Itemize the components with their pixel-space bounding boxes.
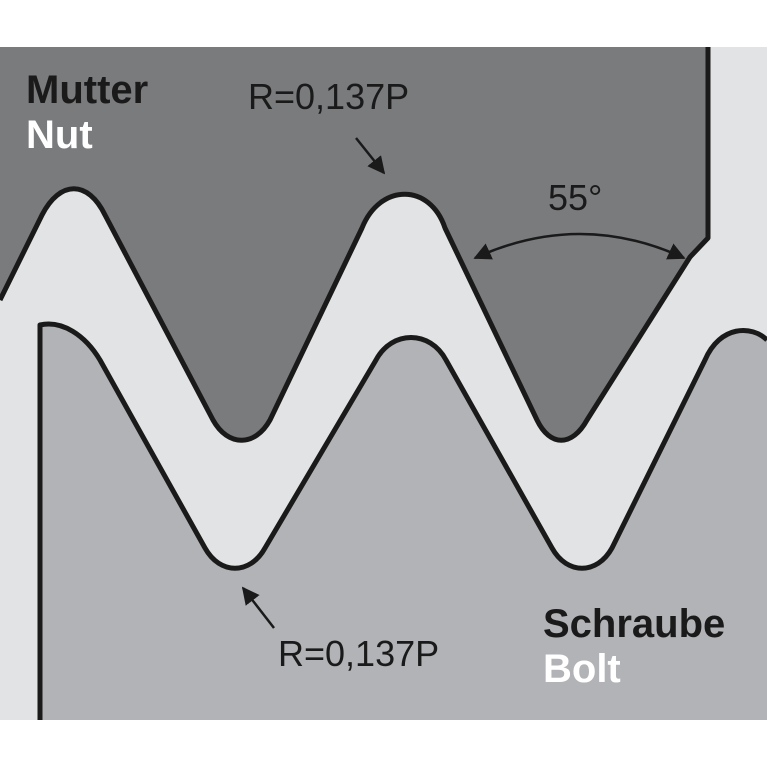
radius-top-arrow	[355, 137, 386, 175]
radius-bottom-arrow	[241, 586, 275, 629]
nut-label-en: Nut	[26, 113, 93, 157]
bolt-label-en: Bolt	[543, 647, 621, 691]
radius-bottom-label: R=0,137P	[278, 633, 439, 674]
bolt-body	[40, 324, 767, 720]
nut-profile-line	[0, 47, 711, 443]
nut-label-de: Mutter	[26, 68, 148, 112]
bolt-label-de: Schraube	[543, 602, 725, 646]
angle-label: 55°	[548, 177, 602, 218]
angle-arc	[473, 232, 686, 260]
bolt-profile-line	[37, 321, 767, 720]
radius-top-label: R=0,137P	[248, 76, 409, 117]
